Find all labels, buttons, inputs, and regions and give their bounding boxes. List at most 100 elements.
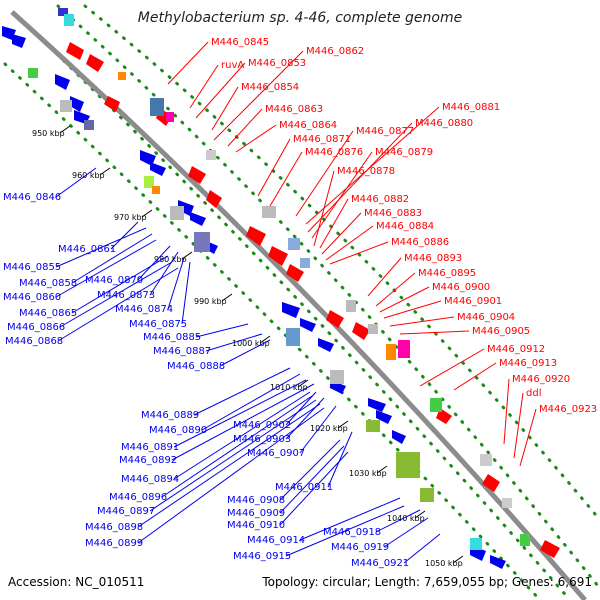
- tick-label-950-kbp: 950 kbp: [32, 129, 65, 138]
- reverse-gene-label-m446-0899: M446_0899: [85, 538, 143, 549]
- reverse-gene-label-m446-0914: M446_0914: [247, 535, 305, 546]
- forward-leader-m446-0883: [321, 212, 362, 255]
- forward-leader-m446-0893: [367, 257, 402, 297]
- reverse-gene-label-m446-0890: M446_0890: [149, 425, 207, 436]
- reverse-gene-label-m446-0846: M446_0846: [3, 192, 61, 203]
- reverse-leader-m446-0911: [327, 431, 353, 488]
- reverse-gene-label-m446-0875: M446_0875: [129, 319, 187, 330]
- reverse-gene-label-m446-0911: M446_0911: [275, 482, 333, 493]
- reverse-gene-label-m446-0921: M446_0921: [351, 558, 409, 569]
- reverse-gene-label-m446-0858: M446_0858: [19, 278, 77, 289]
- forward-leader-m446-0920: [503, 378, 510, 445]
- reverse-gene-label-m446-0908: M446_0908: [227, 495, 285, 506]
- forward-gene-label-ruva: ruvA: [221, 60, 244, 71]
- reverse-leader-m446-0861: [110, 221, 139, 250]
- reverse-gene-label-m446-0898: M446_0898: [85, 522, 143, 533]
- reverse-gene-label-m446-0866: M446_0866: [7, 322, 65, 333]
- forward-gene-label-m446-0854: M446_0854: [241, 82, 299, 93]
- forward-gene-label-m446-0877: M446_0877: [356, 126, 414, 137]
- tick-label-970-kbp: 970 kbp: [114, 213, 147, 222]
- forward-leader-m446-0923: [519, 408, 537, 467]
- reverse-leader-m446-0914: [299, 497, 401, 541]
- reverse-leader-m446-0866: [59, 261, 173, 328]
- reverse-leader-m446-0858: [71, 233, 153, 284]
- reverse-gene-label-m446-0887: M446_0887: [153, 346, 211, 357]
- reverse-leader-m446-0910: [279, 451, 349, 526]
- reverse-gene-label-m446-0903: M446_0903: [233, 434, 291, 445]
- forward-leader-m446-0882: [319, 198, 349, 249]
- reverse-gene-label-m446-0865: M446_0865: [19, 308, 77, 319]
- reverse-gene-label-m446-0892: M446_0892: [119, 455, 177, 466]
- forward-leader-ruva: [189, 64, 219, 109]
- reverse-gene-label-m446-0888: M446_0888: [167, 361, 225, 372]
- diagram-title: Methylobacterium sp. 4-46, complete geno…: [138, 10, 462, 26]
- reverse-leader-m446-0890: [201, 373, 301, 431]
- reverse-gene-label-m446-0855: M446_0855: [3, 262, 61, 273]
- forward-gene-label-m446-0913: M446_0913: [499, 358, 557, 369]
- reverse-gene-label-m446-0873: M446_0873: [97, 290, 155, 301]
- reverse-leader-m446-0919: [383, 517, 429, 548]
- tick-label-980-kbp: 980 kbp: [154, 255, 187, 264]
- tick-label-1020-kbp: 1020 kbp: [310, 424, 348, 433]
- reverse-leader-m446-0902: [285, 391, 317, 426]
- reverse-leader-m446-0891: [173, 379, 307, 448]
- forward-leader-m446-0862: [213, 50, 304, 141]
- reverse-leader-m446-0897: [149, 399, 317, 512]
- tick-label-1030-kbp: 1030 kbp: [349, 469, 387, 478]
- reverse-leader-m446-0875: [181, 261, 191, 325]
- forward-leader-m446-0904: [389, 316, 455, 327]
- reverse-leader-m446-0870: [137, 245, 171, 281]
- forward-leader-m446-0871: [257, 138, 291, 197]
- leader-lines: [55, 41, 537, 564]
- forward-gene-label-m446-0912: M446_0912: [487, 344, 545, 355]
- forward-leader-m446-0900: [379, 286, 430, 313]
- reverse-leader-m446-0887: [205, 333, 263, 352]
- forward-gene-label-m446-0862: M446_0862: [306, 46, 364, 57]
- gene-features: [2, 8, 560, 569]
- tick-label-1040-kbp: 1040 kbp: [387, 514, 425, 523]
- reverse-leader-m446-0899: [137, 407, 325, 544]
- reverse-leader-m446-0907: [299, 405, 337, 454]
- reverse-gene-label-m446-0909: M446_0909: [227, 508, 285, 519]
- forward-gene-label-m446-0878: M446_0878: [337, 166, 395, 177]
- forward-gene-label-m446-0863: M446_0863: [265, 104, 323, 115]
- reverse-gene-label-m446-0894: M446_0894: [121, 474, 179, 485]
- reverse-leader-m446-0874: [167, 257, 185, 310]
- reverse-gene-label-m446-0885: M446_0885: [143, 332, 201, 343]
- reverse-leader-m446-0896: [161, 395, 313, 498]
- reverse-leader-m446-0860: [55, 239, 157, 298]
- reverse-gene-label-m446-0896: M446_0896: [109, 492, 167, 503]
- reverse-leader-m446-0865: [71, 255, 169, 314]
- reverse-leader-m446-0868: [57, 267, 179, 342]
- forward-gene-label-m446-0880: M446_0880: [415, 118, 473, 129]
- forward-gene-label-m446-0901: M446_0901: [444, 296, 502, 307]
- genome-backbone: [10, 10, 587, 600]
- reverse-leader-m446-0894: [173, 391, 311, 480]
- reverse-leader-m446-0909: [279, 445, 345, 514]
- forward-leader-m446-0895: [375, 272, 416, 307]
- forward-gene-label-m446-0871: M446_0871: [293, 134, 351, 145]
- reverse-gene-label-m446-0910: M446_0910: [227, 520, 285, 531]
- reverse-leader-m446-0921: [403, 533, 441, 564]
- forward-gene-label-m446-0904: M446_0904: [457, 312, 515, 323]
- forward-gene-label-m446-0886: M446_0886: [391, 237, 449, 248]
- forward-gene-label-m446-0893: M446_0893: [404, 253, 462, 264]
- forward-gene-label-m446-0905: M446_0905: [472, 326, 530, 337]
- reverse-gene-label-m446-0870: M446_0870: [85, 275, 143, 286]
- forward-gene-label-m446-0883: M446_0883: [364, 208, 422, 219]
- forward-leader-m446-0878: [313, 170, 335, 247]
- reverse-leader-m446-0888: [219, 339, 271, 367]
- reverse-leader-m446-0915: [285, 505, 405, 557]
- reverse-gene-label-m446-0919: M446_0919: [331, 542, 389, 553]
- reverse-leader-m446-0892: [171, 383, 315, 461]
- forward-leader-m446-0854: [211, 86, 239, 131]
- reverse-leader-m446-0898: [137, 403, 321, 528]
- reverse-leader-m446-0846: [55, 167, 97, 198]
- forward-gene-label-m446-0895: M446_0895: [418, 268, 476, 279]
- forward-gene-label-m446-0920: M446_0920: [512, 374, 570, 385]
- forward-leader-m446-0880: [307, 122, 413, 233]
- forward-leader-m446-0845: [167, 41, 209, 85]
